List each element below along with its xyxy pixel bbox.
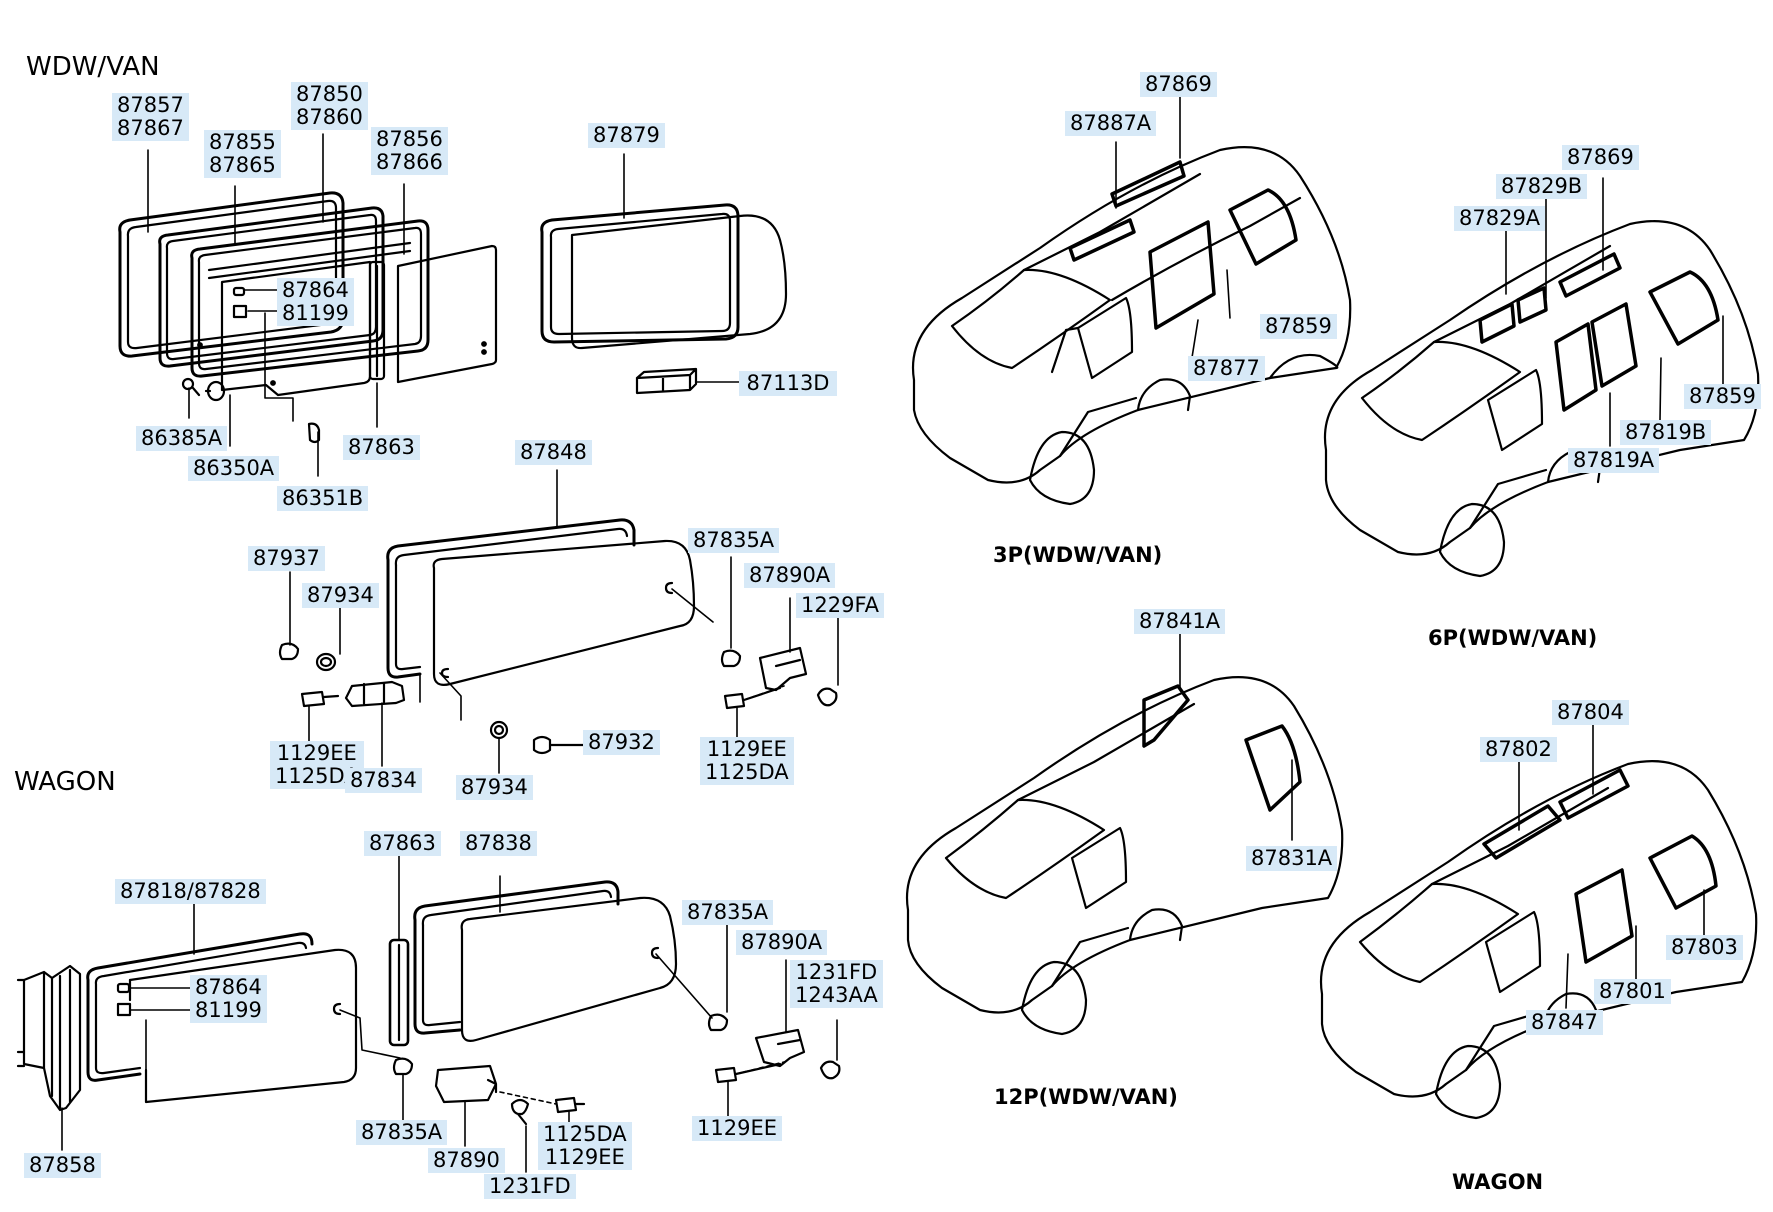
callout-81199-lower: 81199 — [190, 998, 267, 1023]
callout-87859-6p: 87859 — [1684, 384, 1761, 409]
clip-81199 — [232, 304, 248, 319]
callout-87803: 87803 — [1666, 935, 1743, 960]
callout-81199-upper: 81199 — [277, 301, 354, 326]
callout-87829a: 87829A — [1454, 206, 1546, 231]
callout-87858: 87858 — [24, 1153, 101, 1178]
nut-86350a — [204, 380, 226, 402]
leader-lines-quarter — [147, 133, 405, 477]
callout-87838: 87838 — [460, 831, 537, 856]
callout-87934-upper: 87934 — [302, 583, 379, 608]
callout-87819a: 87819A — [1568, 448, 1660, 473]
callout-87864-lower: 87864 — [190, 975, 267, 1000]
callout-87934-lower: 87934 — [456, 775, 533, 800]
callout-87831a: 87831A — [1246, 846, 1338, 871]
callout-87864-upper: 87864 — [277, 278, 354, 303]
callout-87932: 87932 — [583, 730, 660, 755]
van-outline-6p — [1323, 220, 1760, 578]
callout-87863-upper: 87863 — [343, 435, 420, 460]
side-glass-87879 — [540, 153, 788, 350]
callout-87841a: 87841A — [1134, 609, 1226, 634]
callout-87890a-lower: 87890A — [736, 930, 828, 955]
sash-rail — [207, 241, 412, 280]
callout-87835a-lower: 87835A — [356, 1120, 448, 1145]
callout-87877: 87877 — [1188, 356, 1265, 381]
caption-wagon: WAGON — [1452, 1170, 1544, 1194]
sash-frame — [190, 219, 430, 378]
van-outline-12p — [905, 676, 1344, 1036]
glass-assembly-87848 — [278, 469, 839, 774]
sliding-glass — [396, 244, 498, 384]
callout-87869-6p: 87869 — [1562, 145, 1639, 170]
callout-86385a: 86385A — [136, 426, 228, 451]
callout-87818-87828: 87818/87828 — [115, 879, 266, 904]
callout-1129ee-lower: 1129EE — [692, 1116, 782, 1141]
callout-1231fd: 1231FD — [484, 1174, 576, 1199]
clip-87864 — [232, 286, 246, 297]
callout-87819b: 87819B — [1620, 420, 1712, 445]
caption-12p: 12P(WDW/VAN) — [994, 1085, 1178, 1109]
wagon-outline — [1319, 760, 1758, 1120]
callout-87801: 87801 — [1594, 979, 1671, 1004]
callout-87847: 87847 — [1526, 1010, 1603, 1035]
screw-86385a — [181, 377, 201, 397]
callout-87879: 87879 — [588, 123, 665, 148]
caption-3p: 3P(WDW/VAN) — [993, 543, 1163, 567]
callout-87890: 87890 — [428, 1148, 505, 1173]
quarter-glass-assembly — [118, 133, 498, 477]
section-title-wdw-van: WDW/VAN — [26, 52, 160, 82]
callout-87835a-middle: 87835A — [682, 900, 774, 925]
sash-frame-inner — [197, 226, 423, 371]
callout-1229fa: 1229FA — [796, 593, 884, 618]
callout-87848: 87848 — [515, 440, 592, 465]
callout-87890a-upper: 87890A — [744, 563, 836, 588]
callout-86350a: 86350A — [188, 456, 280, 481]
callout-87834: 87834 — [345, 768, 422, 793]
callout-87859-3p: 87859 — [1260, 314, 1337, 339]
callout-87113d: 87113D — [739, 371, 837, 396]
callout-87802: 87802 — [1480, 737, 1557, 762]
callout-87804: 87804 — [1552, 700, 1629, 725]
section-title-wagon: WAGON — [14, 767, 116, 797]
van-outline-3p — [911, 146, 1352, 506]
callout-87835a-upper: 87835A — [688, 528, 780, 553]
caption-6p: 6P(WDW/VAN) — [1428, 626, 1598, 650]
clip-86351b — [307, 422, 321, 444]
callout-86351b: 86351B — [277, 486, 369, 511]
callout-87863-lower: 87863 — [364, 831, 441, 856]
callout-87937: 87937 — [248, 546, 325, 571]
vehicle-leader-lines — [1115, 95, 1724, 1009]
foam-block-87113d — [635, 367, 743, 395]
callout-87829b: 87829B — [1496, 174, 1588, 199]
divider-channel — [368, 260, 386, 381]
callout-87887a: 87887A — [1065, 111, 1157, 136]
callout-87869-3p: 87869 — [1140, 72, 1217, 97]
wagon-glass-assembly — [16, 855, 841, 1173]
